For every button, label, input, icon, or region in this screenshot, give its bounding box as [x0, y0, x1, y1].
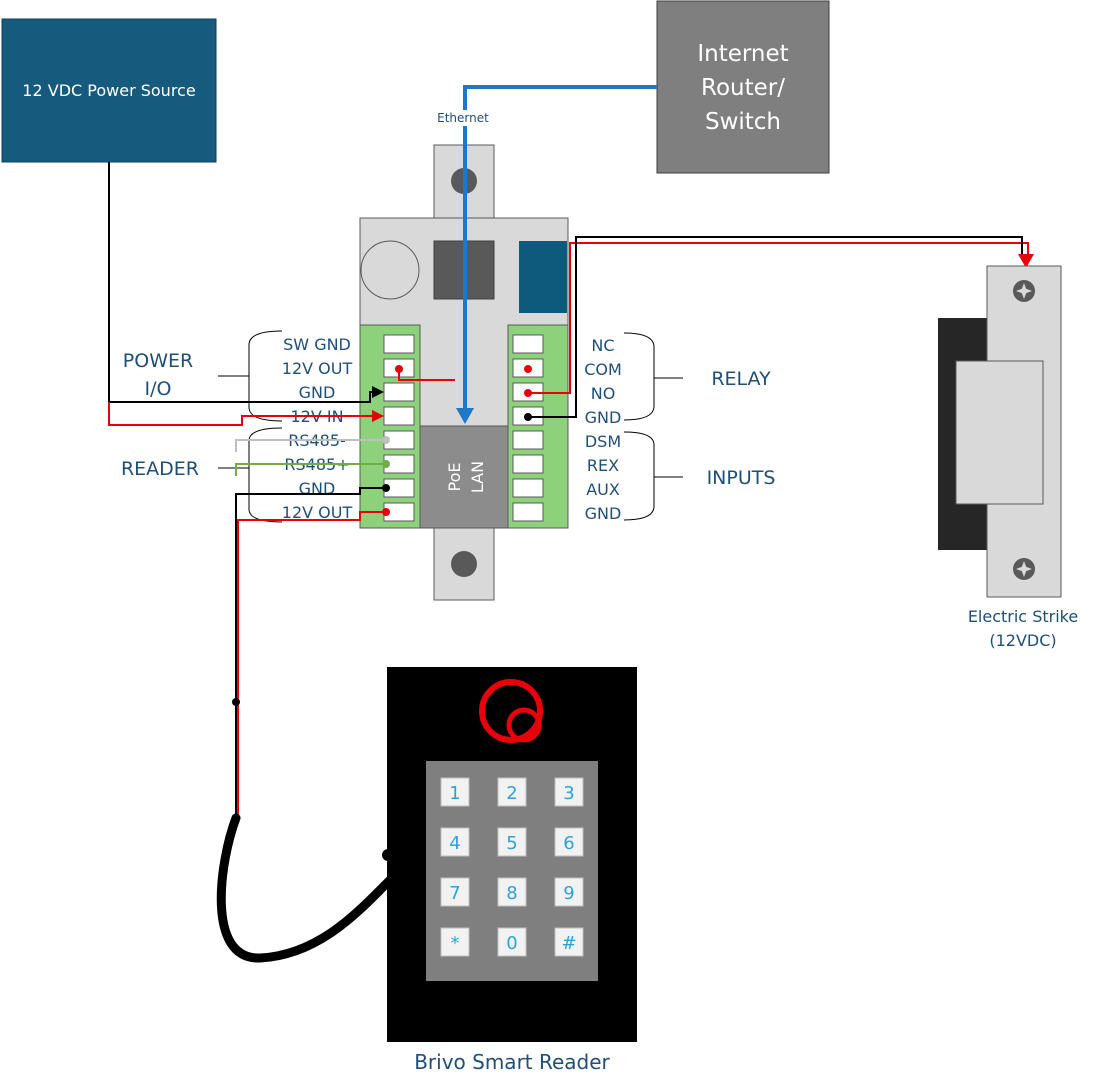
lan-label: LAN	[468, 461, 487, 493]
keypad-key-label: 5	[506, 833, 517, 854]
reader-bracket	[248, 427, 283, 523]
rs485-plus-wire	[235, 463, 386, 476]
inputs-group-label: INPUTS	[707, 467, 776, 489]
reader-label: Brivo Smart Reader	[414, 1050, 610, 1074]
strike-label-1: Electric Strike	[968, 607, 1078, 626]
power-io-label-2: I/O	[145, 378, 172, 400]
keypad-key	[497, 927, 527, 957]
keypad-key-label: 4	[449, 833, 460, 854]
right-terminal-8	[512, 502, 544, 522]
power-12v-wire	[108, 402, 380, 426]
ethernet-cable: Ethernet	[432, 85, 657, 424]
right-terminal-7	[512, 478, 544, 498]
power-source: 12 VDC Power Source	[1, 18, 217, 163]
keypad-key	[440, 927, 470, 957]
keypad-key-label: *	[451, 933, 460, 954]
right-terminal-label: COM	[584, 360, 622, 379]
strike-positive-wire	[528, 242, 1029, 394]
router: Internet Router/ Switch	[656, 0, 830, 174]
smart-reader: 1 2 3 4 5 6 7 8 9 * 0 # Brivo Smart Reader	[387, 667, 637, 1074]
power-io-bracket	[248, 330, 283, 422]
power-wires	[108, 162, 384, 426]
right-terminal-label: AUX	[586, 480, 620, 499]
reader-logo-icon	[479, 679, 543, 743]
left-terminal-3	[383, 382, 415, 402]
left-terminal-label: 12V OUT	[282, 503, 353, 522]
router-line-2: Router/	[701, 75, 785, 101]
left-terminal-label: GND	[299, 479, 336, 498]
keypad-key-label: 0	[506, 933, 517, 954]
right-terminal-5	[512, 430, 544, 450]
right-terminal-label: GND	[585, 408, 622, 427]
indicator-circle	[360, 240, 420, 300]
keypad-keys: 1 2 3 4 5 6 7 8 9 * 0 #	[440, 777, 584, 957]
keypad-key-label: 3	[563, 783, 574, 804]
reader-gnd-wire	[235, 487, 386, 820]
strike-keeper	[955, 360, 1044, 505]
right-terminal-label: GND	[585, 504, 622, 523]
right-terminal-label: NO	[591, 384, 616, 403]
right-terminal-label: DSM	[585, 432, 621, 451]
reader-cable	[216, 813, 395, 963]
left-terminal-1	[383, 334, 415, 354]
keypad-key	[554, 927, 584, 957]
rs485-minus-wire	[235, 439, 386, 452]
keypad-key-label: 1	[449, 783, 460, 804]
router-line-3: Switch	[705, 109, 781, 135]
keypad-key	[440, 877, 470, 907]
relay-bracket	[623, 332, 655, 421]
keypad-key-label: 9	[563, 883, 574, 904]
keypad-key	[554, 827, 584, 857]
strike-negative-wire	[528, 236, 1023, 418]
strike-label-2: (12VDC)	[989, 631, 1056, 650]
right-terminal-block	[507, 324, 569, 529]
left-terminal-label: 12V OUT	[282, 359, 353, 378]
keypad-key	[497, 777, 527, 807]
keypad-key	[440, 777, 470, 807]
keypad-key-label: 8	[506, 883, 517, 904]
left-terminal-4	[383, 406, 415, 426]
poe-label: PoE	[445, 463, 464, 492]
reader-12v-wire	[237, 511, 386, 820]
keypad-key	[554, 777, 584, 807]
power-source-label: 12 VDC Power Source	[22, 81, 195, 100]
relay-module	[519, 241, 567, 313]
reader-group-label: READER	[121, 458, 199, 480]
right-terminal-label: REX	[587, 456, 619, 475]
keypad-key	[440, 827, 470, 857]
power-io-label-1: POWER	[123, 350, 193, 372]
relay-group-label: RELAY	[711, 368, 771, 390]
relay-wires	[395, 236, 1034, 421]
keypad-key-label: #	[561, 933, 576, 954]
keypad-key-label: 7	[449, 883, 460, 904]
right-terminal-1	[512, 334, 544, 354]
ethernet-label: Ethernet	[437, 111, 489, 125]
left-terminal-block	[359, 324, 421, 529]
inputs-bracket	[623, 431, 655, 521]
mount-hole-bottom	[451, 551, 477, 577]
left-terminal-label: SW GND	[283, 335, 351, 354]
right-terminal-labels: NC COM NO GND DSM REX AUX GND	[584, 336, 622, 523]
keypad-key	[497, 877, 527, 907]
keypad-key-label: 6	[563, 833, 574, 854]
left-terminal-screws	[383, 334, 415, 522]
router-line-1: Internet	[697, 41, 788, 67]
right-terminal-6	[512, 454, 544, 474]
keypad-key	[554, 877, 584, 907]
electric-strike: Electric Strike (12VDC)	[938, 265, 1078, 650]
keypad-key-label: 2	[506, 783, 517, 804]
right-terminal-label: NC	[591, 336, 614, 355]
keypad-key	[497, 827, 527, 857]
poe-lan-port	[419, 425, 509, 529]
left-terminal-label: GND	[299, 383, 336, 402]
